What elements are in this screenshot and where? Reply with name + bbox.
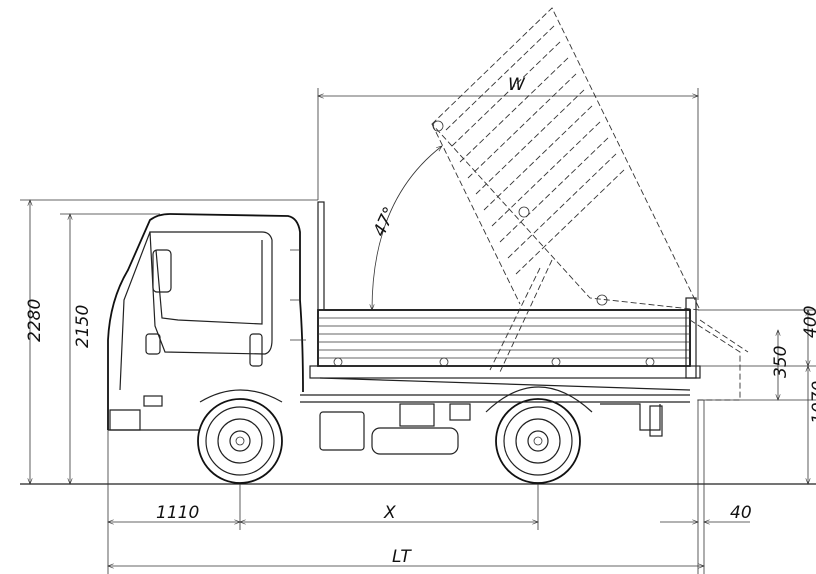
dimension-2150: 2150 bbox=[60, 213, 160, 485]
floor-height-label: 1070 bbox=[809, 381, 816, 424]
dimension-angle: 47° bbox=[369, 145, 443, 311]
dimension-40: 40 bbox=[660, 400, 752, 574]
tipped-bed-outline bbox=[431, 7, 749, 401]
dimension-350: 350 bbox=[700, 329, 816, 401]
side-height-label: 400 bbox=[801, 306, 816, 338]
dimension-2280: 2280 bbox=[20, 199, 318, 485]
height-total-label: 2280 bbox=[25, 299, 45, 342]
dimension-lt: LT bbox=[107, 547, 705, 569]
height-cab-label: 2150 bbox=[73, 305, 93, 348]
overall-length-label: LT bbox=[392, 547, 412, 567]
angle-label: 47° bbox=[370, 204, 401, 240]
front-overhang-label: 1110 bbox=[156, 503, 199, 523]
chassis bbox=[300, 394, 690, 455]
floor-offset-label: 350 bbox=[771, 346, 791, 378]
dimension-400: 400 bbox=[690, 306, 816, 367]
dimension-1070: 1070 bbox=[805, 365, 816, 485]
front-wheel bbox=[197, 398, 283, 484]
dimension-1110: 1110 bbox=[107, 430, 241, 574]
rear-gap-label: 40 bbox=[730, 503, 752, 523]
dimension-x: X bbox=[239, 484, 539, 530]
truck-cab bbox=[107, 213, 306, 431]
dimension-w: W bbox=[317, 75, 699, 300]
wheelbase-label: X bbox=[383, 503, 396, 523]
w-label: W bbox=[508, 75, 526, 95]
